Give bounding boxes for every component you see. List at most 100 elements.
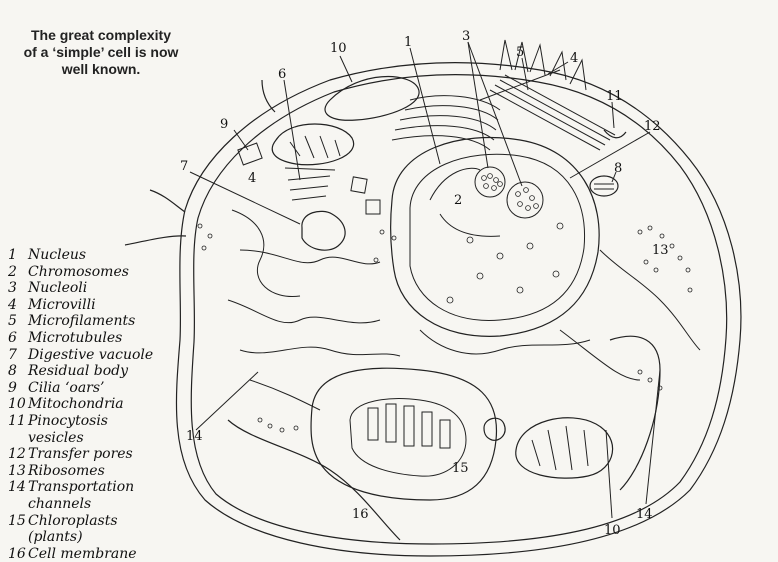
legend-number: 11 — [8, 412, 26, 429]
callout-13: 13 — [652, 243, 669, 258]
legend-number: 8 — [8, 363, 17, 380]
microfilaments — [479, 69, 616, 151]
cytoplasm-edge — [227, 419, 401, 541]
callout-10-bottom: 10 — [604, 523, 621, 538]
pinocytosis-vesicle — [603, 129, 627, 139]
mitochondrion-top — [324, 75, 420, 121]
legend-label-continued: (plants) — [28, 529, 83, 546]
legend-label: Microtubules — [28, 329, 123, 346]
legend-label: Nucleoli — [28, 280, 88, 297]
endoplasmic-reticulum — [227, 209, 701, 411]
caption-line-1: The great complexity — [30, 27, 172, 43]
legend-label: Transfer pores — [28, 446, 133, 463]
golgi-stack — [391, 95, 501, 151]
legend-item: 2 Chromosomes — [4, 264, 184, 281]
residual-body — [589, 175, 619, 197]
legend-number: 14 — [8, 479, 26, 496]
legend-item: 1 Nucleus — [4, 247, 184, 264]
chloroplast — [310, 367, 498, 501]
chromosomes — [429, 167, 501, 237]
callout-3: 3 — [462, 29, 470, 44]
cell-membrane-inner — [190, 73, 728, 545]
callout-4-top: 4 — [570, 51, 578, 66]
cilia-base — [237, 142, 381, 215]
legend-number: 1 — [8, 247, 17, 263]
caption-line-2: of a ‘simple’ cell is now — [23, 44, 179, 60]
legend-label: Residual body — [28, 363, 129, 380]
cilia-left — [149, 189, 186, 213]
legend-label: Ribosomes — [28, 462, 105, 479]
legend-item: 8 Residual body — [4, 363, 184, 380]
microtubules — [284, 167, 336, 201]
mitochondrion-bottom — [515, 417, 614, 479]
legend-label: Pinocytosis — [28, 412, 108, 429]
legend-number: 12 — [8, 446, 26, 463]
legend-number: 5 — [8, 313, 17, 330]
callout-4-left: 4 — [248, 171, 256, 186]
legend-label: Transportation — [28, 479, 135, 496]
legend-number: 15 — [8, 512, 26, 529]
legend-item: 9 Cilia ‘oars’ — [4, 380, 184, 397]
callout-1: 1 — [404, 35, 412, 50]
legend-number: 3 — [8, 280, 17, 297]
mitochondrion-left-cristae — [289, 135, 341, 159]
cilia-left-2 — [124, 235, 187, 246]
legend-label: Chromosomes — [28, 263, 129, 280]
caption-line-3: well known. — [61, 61, 141, 77]
legend-number: 9 — [8, 379, 17, 396]
ribosomes — [197, 223, 693, 433]
legend-item: 3 Nucleoli — [4, 280, 184, 297]
legend-number: 7 — [8, 346, 17, 363]
vesicle — [483, 417, 506, 441]
legend-label: Chloroplasts — [28, 512, 118, 529]
legend-label: Cilia ‘oars’ — [28, 379, 105, 396]
callout-16: 16 — [352, 507, 369, 522]
cell-membrane-outline — [175, 61, 742, 557]
callout-leaders — [189, 41, 661, 519]
legend-label: Microfilaments — [28, 313, 136, 330]
legend-label-continued: channels — [28, 495, 92, 512]
legend-label: Digestive vacuole — [28, 346, 154, 363]
callout-6: 6 — [278, 67, 286, 82]
mitochondrion-bottom-cristae — [531, 425, 589, 471]
legend-item: 6 Microtubules — [4, 330, 184, 347]
callout-14-right: 14 — [636, 507, 653, 522]
callout-12: 12 — [644, 119, 661, 134]
digestive-vacuole — [301, 210, 346, 251]
legend-number: 10 — [8, 396, 26, 413]
cilia-top — [261, 79, 276, 113]
callout-8: 8 — [614, 161, 622, 176]
callout-9: 9 — [220, 117, 228, 132]
figure-caption: The great complexity of a ‘simple’ cell … — [6, 27, 196, 78]
transportation-channel — [609, 335, 661, 491]
legend-number: 13 — [8, 462, 26, 479]
legend-label: Nucleus — [28, 247, 87, 263]
callout-10-top: 10 — [330, 41, 347, 56]
callout-11: 11 — [606, 89, 623, 104]
nuclear-pores — [446, 222, 564, 304]
nucleoli — [474, 166, 544, 219]
legend-item: 7 Digestive vacuole — [4, 347, 184, 364]
callout-14-left: 14 — [186, 429, 203, 444]
legend-number: 2 — [8, 263, 17, 280]
callout-7: 7 — [180, 159, 188, 174]
legend-item: 5 Microfilaments — [4, 313, 184, 330]
chloroplast-inner — [349, 398, 467, 477]
microvilli — [499, 39, 587, 91]
legend-number: 6 — [8, 329, 17, 346]
legend-number: 4 — [8, 296, 17, 313]
legend-label-continued: vesicles — [28, 429, 84, 446]
callout-2: 2 — [454, 193, 462, 208]
thylakoid-stacks — [367, 403, 451, 449]
legend-label: Mitochondria — [28, 396, 124, 413]
callout-15: 15 — [452, 461, 469, 476]
mitochondrion-left — [271, 123, 355, 166]
